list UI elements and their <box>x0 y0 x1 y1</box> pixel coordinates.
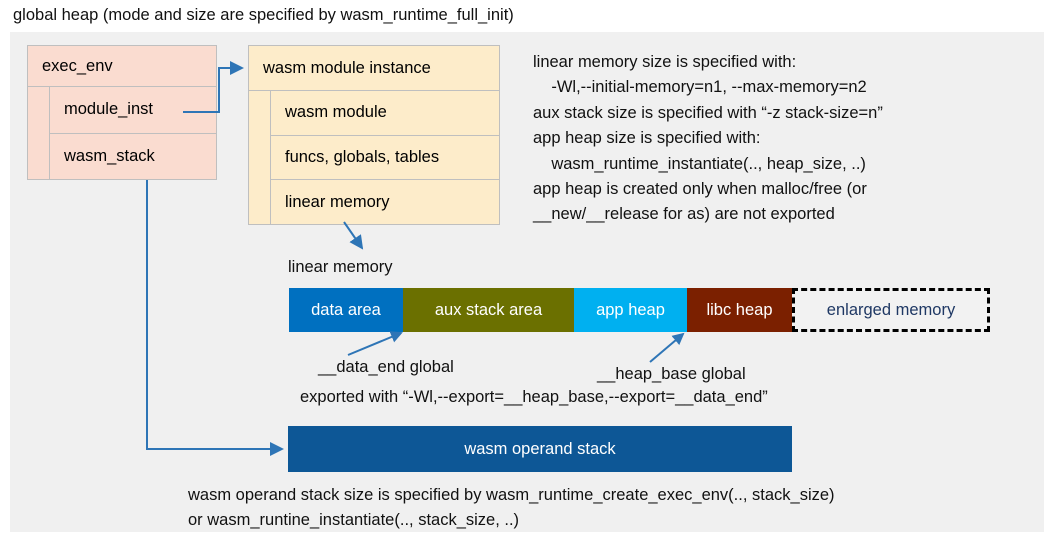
exec-env-rows: module_inst wasm_stack <box>50 87 216 179</box>
linear-memory-note: linear memory size is specified with: -W… <box>533 53 883 224</box>
wasm-module-instance-box: wasm module instance wasm module funcs, … <box>248 45 500 225</box>
wasm-module-instance-body: wasm module funcs, globals, tables linea… <box>249 91 499 225</box>
row-linear-memory: linear memory <box>271 179 499 225</box>
annotation-data-end: __data_end global <box>318 358 454 376</box>
exec-env-box: exec_env module_inst wasm_stack <box>27 45 217 180</box>
linear-memory-bar: data area aux stack area app heap libc h… <box>289 288 990 332</box>
exec-env-header: exec_env <box>28 46 216 87</box>
memory-segment-data-area: data area <box>289 288 403 332</box>
memory-segment-aux-stack-area: aux stack area <box>403 288 574 332</box>
operand-stack-note: wasm operand stack size is specified by … <box>188 486 835 530</box>
annotation-exported-with: exported with “-Wl,--export=__heap_base,… <box>300 388 768 406</box>
memory-segment-app-heap: app heap <box>574 288 687 332</box>
exec-env-row-module-inst: module_inst <box>50 87 216 133</box>
wasm-module-instance-gutter <box>249 91 271 224</box>
wasm-module-instance-header: wasm module instance <box>249 46 499 91</box>
annotation-heap-base: __heap_base global <box>597 365 746 383</box>
exec-env-gutter <box>28 87 50 179</box>
wasm-operand-stack-box: wasm operand stack <box>288 426 792 472</box>
memory-segment-enlarged-memory: enlarged memory <box>792 288 990 332</box>
row-funcs-globals-tables: funcs, globals, tables <box>271 134 499 180</box>
page-title: global heap (mode and size are specified… <box>13 6 514 24</box>
exec-env-body: module_inst wasm_stack <box>28 87 216 179</box>
memory-segment-libc-heap: libc heap <box>687 288 792 332</box>
row-wasm-module: wasm module <box>271 91 499 135</box>
wasm-module-instance-rows: wasm module funcs, globals, tables linea… <box>271 91 499 225</box>
exec-env-row-wasm-stack: wasm_stack <box>50 132 216 179</box>
linear-memory-caption: linear memory <box>288 258 393 276</box>
